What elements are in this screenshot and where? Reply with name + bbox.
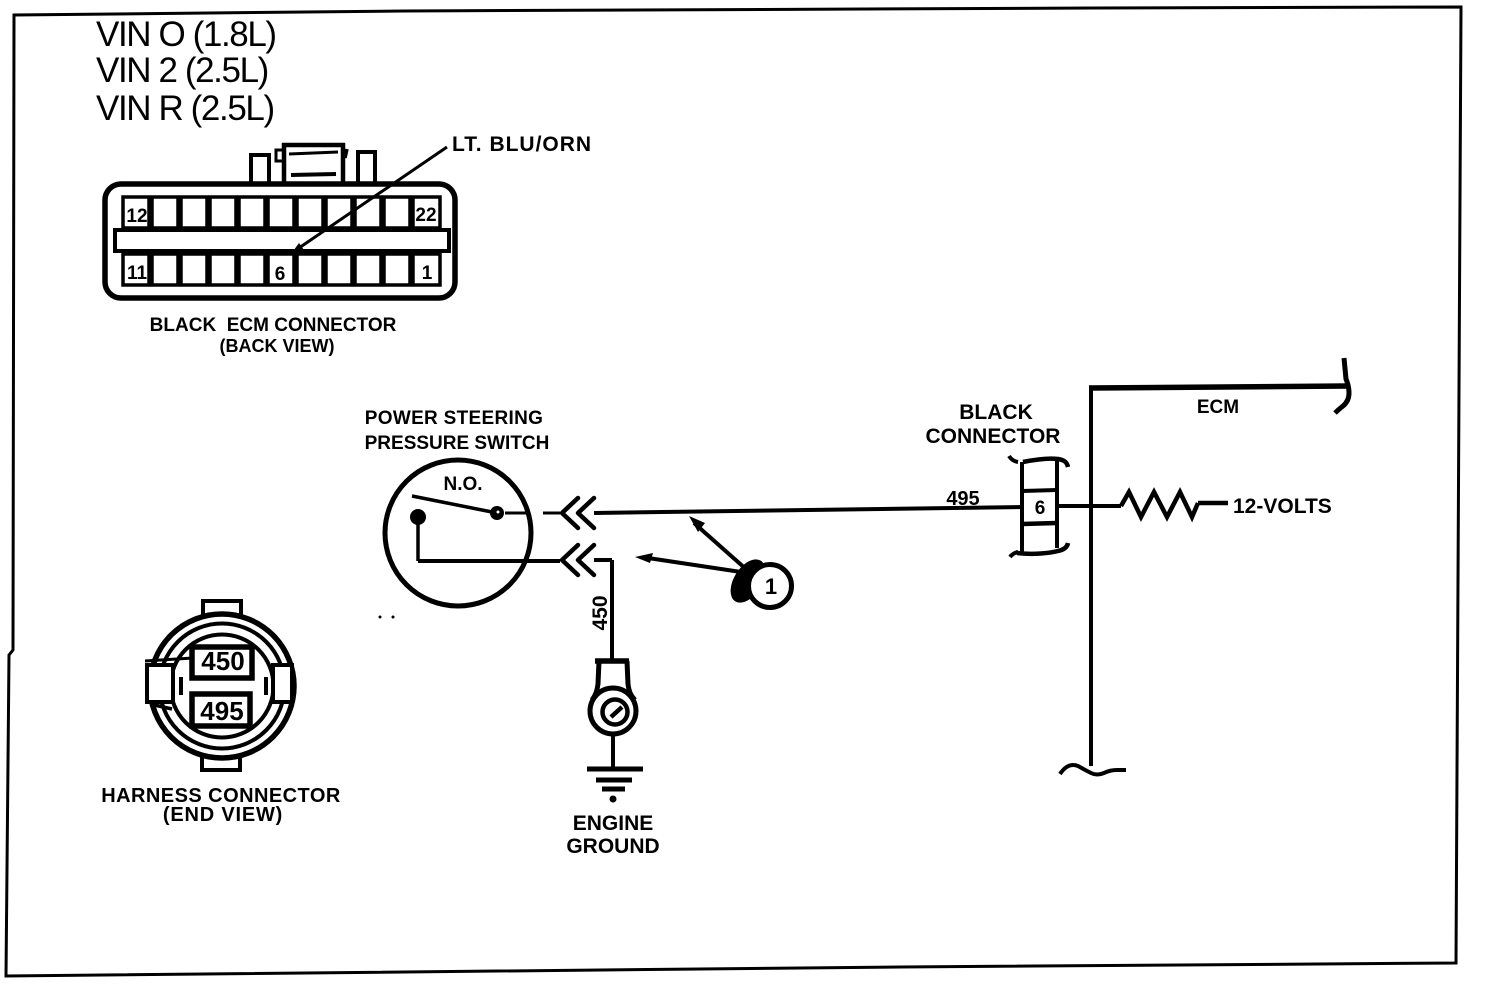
svg-text:6: 6 bbox=[275, 264, 286, 285]
svg-text:POWER STEERING: POWER STEERING bbox=[365, 408, 543, 429]
svg-text:1: 1 bbox=[422, 263, 433, 284]
svg-text:450: 450 bbox=[201, 646, 244, 676]
svg-text:1: 1 bbox=[765, 574, 777, 599]
svg-text:GROUND: GROUND bbox=[566, 835, 659, 858]
svg-text:22: 22 bbox=[415, 205, 436, 226]
svg-text:ECM: ECM bbox=[1197, 397, 1239, 418]
svg-text:11: 11 bbox=[127, 263, 148, 284]
svg-text:450: 450 bbox=[589, 595, 612, 630]
svg-text:HARNESS CONNECTOR: HARNESS CONNECTOR bbox=[101, 785, 341, 807]
svg-text:VIN O (1.8L): VIN O (1.8L) bbox=[96, 15, 276, 54]
svg-text:N.O.: N.O. bbox=[443, 474, 482, 495]
svg-text:LT. BLU/ORN: LT. BLU/ORN bbox=[452, 133, 592, 156]
svg-text:VIN 2 (2.5L): VIN 2 (2.5L) bbox=[96, 51, 268, 90]
svg-text:495: 495 bbox=[946, 488, 979, 510]
svg-text:495: 495 bbox=[200, 696, 243, 726]
svg-text:CONNECTOR: CONNECTOR bbox=[926, 425, 1061, 448]
svg-text:BLACK ECM CONNECTOR: BLACK ECM CONNECTOR bbox=[150, 315, 397, 336]
svg-text:PRESSURE SWITCH: PRESSURE SWITCH bbox=[365, 433, 550, 454]
svg-text:VIN R (2.5L): VIN R (2.5L) bbox=[96, 89, 274, 128]
svg-text:12: 12 bbox=[126, 206, 147, 227]
svg-text:12-VOLTS: 12-VOLTS bbox=[1233, 495, 1332, 518]
svg-text:(BACK VIEW): (BACK VIEW) bbox=[220, 336, 335, 356]
svg-text:(END VIEW): (END VIEW) bbox=[163, 804, 283, 826]
svg-text:BLACK: BLACK bbox=[959, 401, 1033, 424]
svg-text:ENGINE: ENGINE bbox=[573, 812, 654, 835]
svg-text:6: 6 bbox=[1035, 498, 1046, 519]
